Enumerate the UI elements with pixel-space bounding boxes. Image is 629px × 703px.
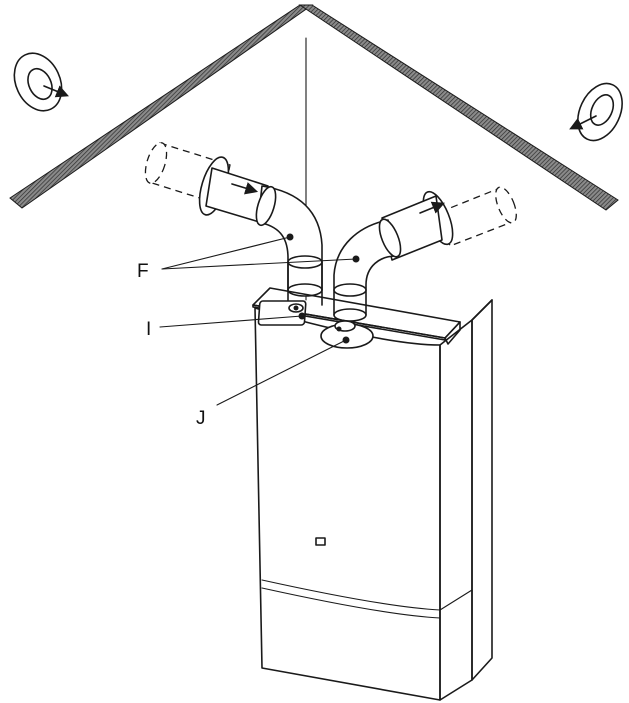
flue-outlet-base-left — [257, 300, 307, 326]
left-flue-pipe — [198, 156, 323, 306]
callout-label-i: I — [146, 319, 151, 340]
leader-lines — [159, 236, 357, 406]
wall-terminal-right-icon — [569, 82, 623, 142]
indicator-light-icon — [315, 537, 326, 546]
ceiling-edge — [9, 4, 619, 211]
callout-label-j: J — [196, 408, 206, 429]
right-flue-pipe — [333, 190, 454, 322]
right-dashed-pipe-extension — [439, 186, 517, 247]
wall-terminal-left-icon — [13, 52, 69, 112]
boiler-unit — [252, 287, 493, 701]
callout-label-f: F — [137, 261, 149, 282]
